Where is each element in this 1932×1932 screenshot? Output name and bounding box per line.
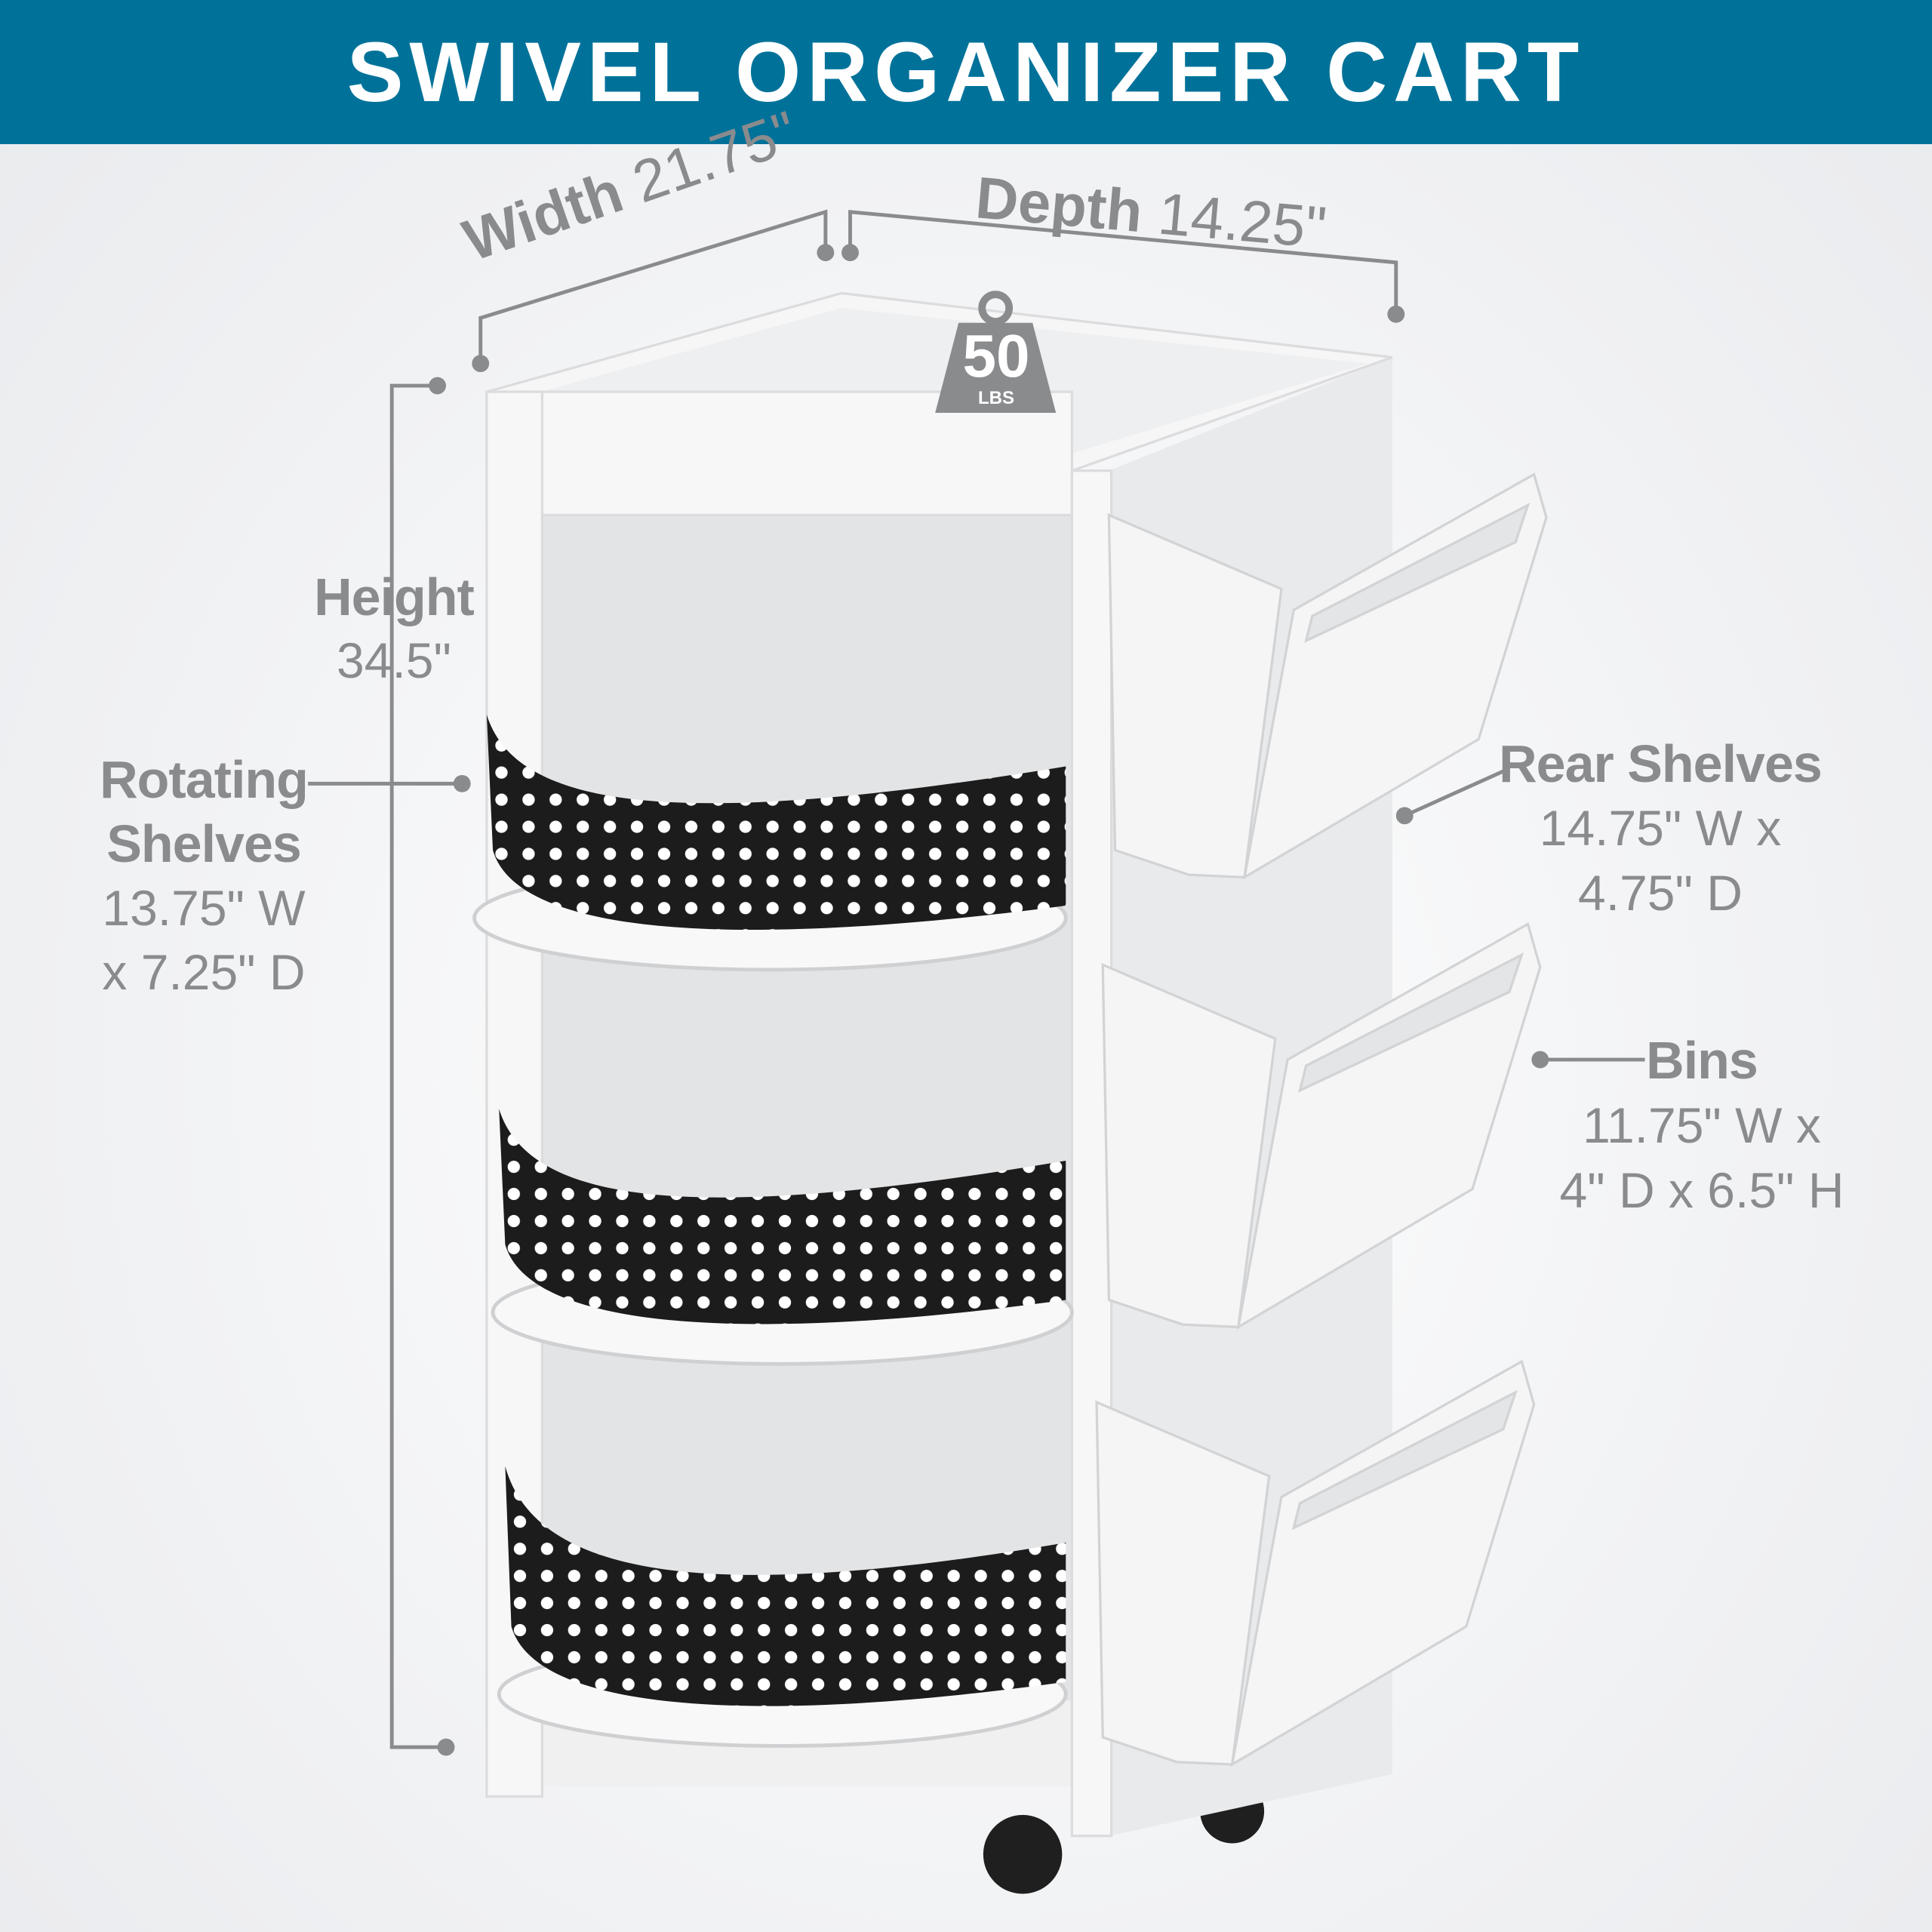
dimension-dots [429, 244, 1549, 1756]
weight-unit: LBS [978, 388, 1014, 408]
rotating-shelves-dims-2: x 7.25" D [102, 944, 306, 1000]
bins-dims-1: 11.75" W x [1583, 1097, 1821, 1153]
page-title: SWIVEL ORGANIZER CART [346, 25, 1586, 119]
height-value: 34.5" [337, 632, 451, 688]
weight-value: 50 [962, 322, 1030, 389]
rotating-shelves-title-1: Rotating [100, 750, 309, 809]
rear-shelves-dims-2: 4.75" D [1578, 865, 1743, 921]
dimension-lines [308, 209, 1645, 1749]
rear-shelves-title: Rear Shelves [1499, 734, 1823, 793]
rotating-shelves-dims-1: 13.75" W [102, 880, 306, 936]
rear-shelves-dims-1: 14.75" W x [1539, 800, 1782, 856]
rotating-shelves-title-2: Shelves [106, 814, 302, 873]
height-label: Height [314, 568, 475, 626]
weight-icon [935, 291, 1057, 413]
bins-title: Bins [1646, 1031, 1758, 1090]
bins [1095, 472, 1548, 1767]
rotating-shelves [472, 714, 1074, 1748]
bins-dims-2: 4" D x 6.5" H [1559, 1162, 1844, 1218]
title-banner: SWIVEL ORGANIZER CART [0, 0, 1932, 144]
